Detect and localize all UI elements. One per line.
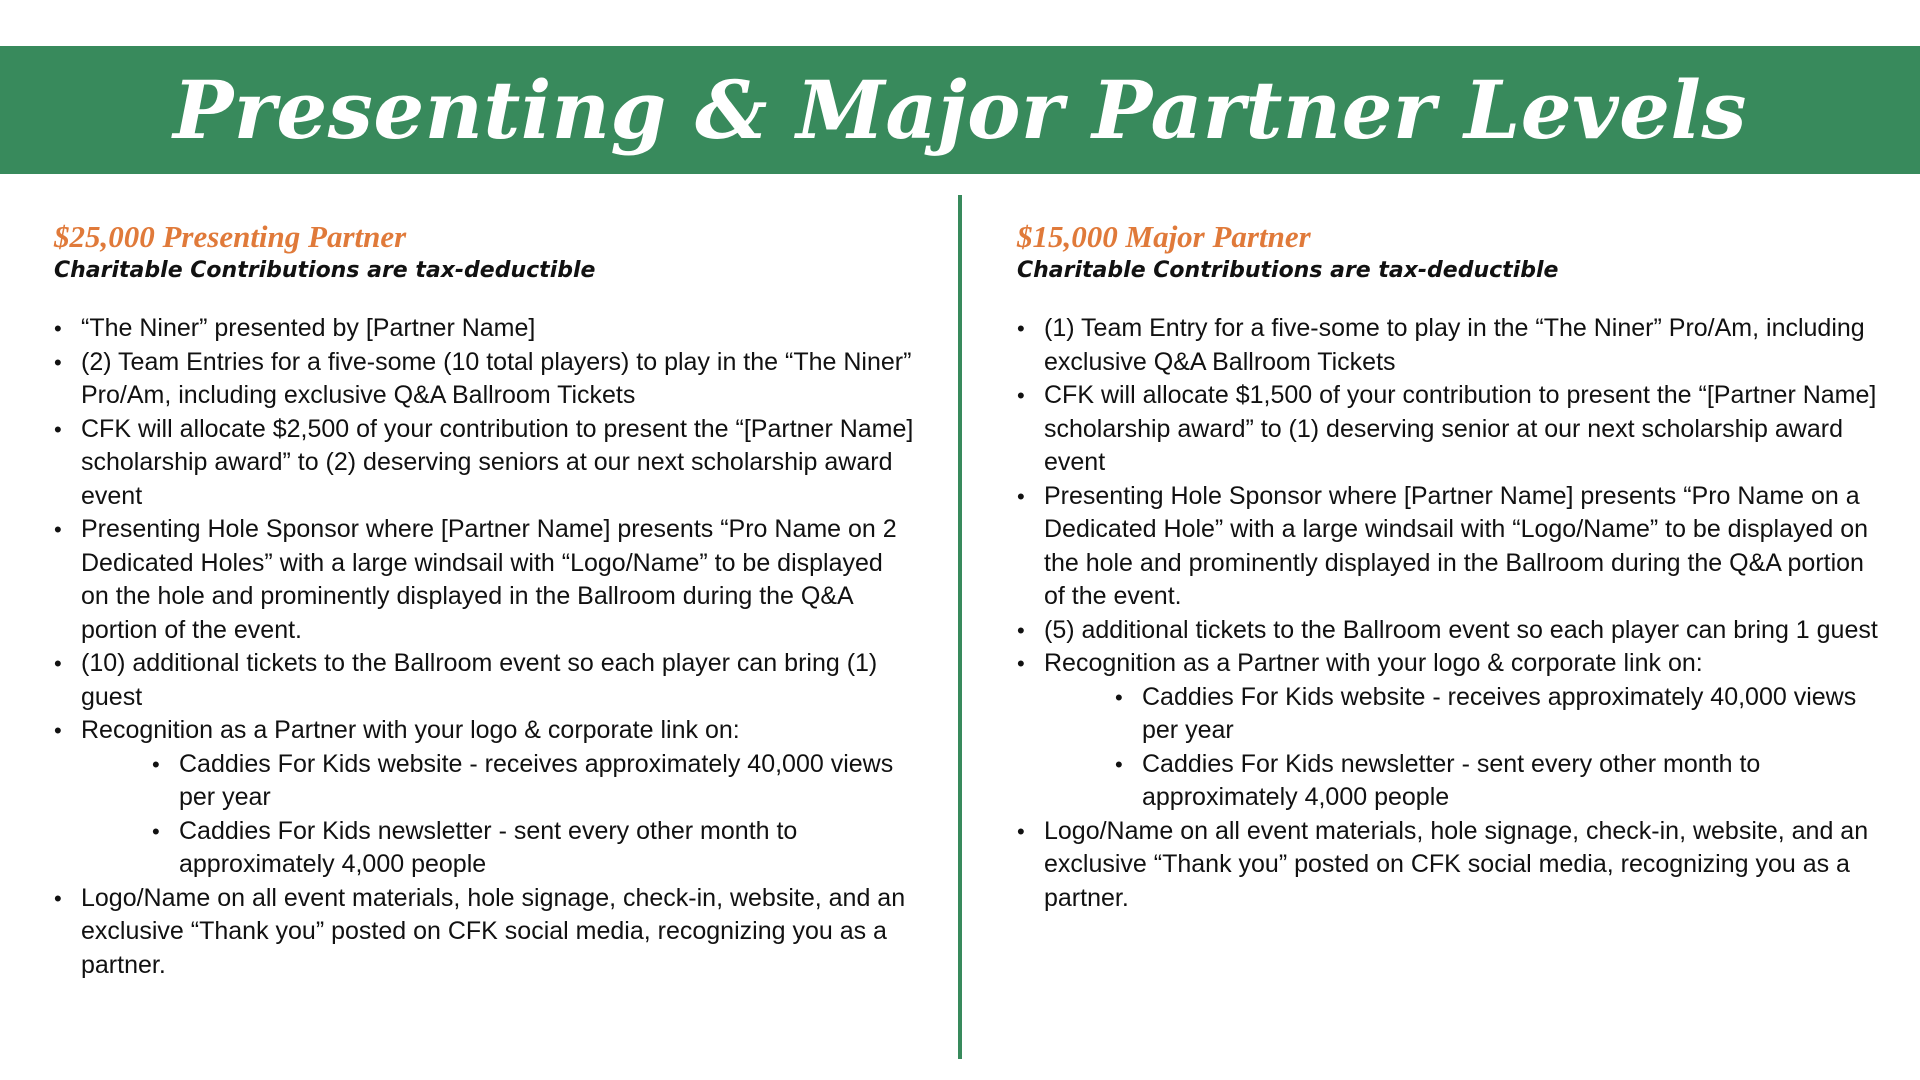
list-item-text: “The Niner” presented by [Partner Name] <box>81 314 536 342</box>
list-item: • Recognition as a Partner with your logo… <box>54 714 914 882</box>
list-item-text: (5) additional tickets to the Ballroom e… <box>1044 615 1878 644</box>
sub-list-item-text: Caddies For Kids website - receives appr… <box>1142 682 1857 745</box>
bullet-icon: • <box>1017 483 1025 509</box>
title-banner: Presenting & Major Partner Levels <box>0 46 1920 174</box>
list-item: • (2) Team Entries for a five-some (10 to… <box>54 346 914 413</box>
presenting-partner-title: $25,000 Presenting Partner <box>54 219 407 254</box>
bullet-icon: • <box>1017 818 1025 844</box>
sub-list-item: • Caddies For Kids newsletter - sent ever… <box>1115 748 1879 815</box>
presenting-benefits-list: • “The Niner” presented by [Partner Name]… <box>54 312 914 982</box>
sub-list-item-text: Caddies For Kids website - receives appr… <box>179 749 894 812</box>
list-item: • CFK will allocate $2,500 of your contri… <box>54 413 914 514</box>
list-item: • Presenting Hole Sponsor where [Partner … <box>1017 480 1879 614</box>
list-item-text: Logo/Name on all event materials, hole s… <box>81 883 906 979</box>
bullet-icon: • <box>54 349 62 375</box>
bullet-icon: • <box>54 718 62 743</box>
list-item: • Recognition as a Partner with your logo… <box>1017 647 1879 815</box>
list-item-text: Recognition as a Partner with your logo … <box>81 716 740 744</box>
bullet-icon: • <box>1017 617 1025 643</box>
list-item-text: (10) additional tickets to the Ballroom … <box>81 649 878 711</box>
list-item-text: Logo/Name on all event materials, hole s… <box>1044 816 1869 912</box>
bullet-icon: • <box>54 885 62 911</box>
list-item-text: (1) Team Entry for a five-some to play i… <box>1044 314 1865 376</box>
bullet-icon: • <box>1115 751 1123 777</box>
sub-list-item-text: Caddies For Kids newsletter - sent every… <box>1142 749 1761 812</box>
recognition-sublist: • Caddies For Kids website - receives app… <box>81 748 914 882</box>
bullet-icon: • <box>152 751 160 777</box>
bullet-icon: • <box>54 316 62 341</box>
bullet-icon: • <box>1017 651 1025 676</box>
list-item: • (10) additional tickets to the Ballroom… <box>54 647 914 714</box>
sub-list-item: • Caddies For Kids website - receives app… <box>152 748 914 815</box>
page-title: Presenting & Major Partner Levels <box>173 63 1747 157</box>
bullet-icon: • <box>1115 684 1123 710</box>
list-item: • Logo/Name on all event materials, hole … <box>1017 815 1879 916</box>
column-divider <box>958 195 962 1059</box>
list-item-text: CFK will allocate $1,500 of your contrib… <box>1044 381 1877 476</box>
list-item: • (5) additional tickets to the Ballroom … <box>1017 614 1879 648</box>
bullet-icon: • <box>1017 383 1025 408</box>
bullet-icon: • <box>54 651 62 676</box>
major-tax-note: Charitable Contributions are tax-deducti… <box>1017 258 1559 283</box>
major-benefits-list: • (1) Team Entry for a five-some to play … <box>1017 312 1879 915</box>
bullet-icon: • <box>54 517 62 542</box>
list-item-text: CFK will allocate $2,500 of your contrib… <box>81 414 914 510</box>
sub-list-item: • Caddies For Kids newsletter - sent ever… <box>152 815 914 882</box>
major-partner-title: $15,000 Major Partner <box>1017 219 1311 254</box>
presenting-tax-note: Charitable Contributions are tax-deducti… <box>54 258 596 283</box>
list-item-text: (2) Team Entries for a five-some (10 tot… <box>81 347 912 410</box>
bullet-icon: • <box>152 818 160 844</box>
list-item-text: Recognition as a Partner with your logo … <box>1044 649 1703 677</box>
recognition-sublist: • Caddies For Kids website - receives app… <box>1044 681 1879 815</box>
list-item: • Logo/Name on all event materials, hole … <box>54 882 914 983</box>
sub-list-item: • Caddies For Kids website - receives app… <box>1115 681 1879 748</box>
bullet-icon: • <box>54 416 62 442</box>
bullet-icon: • <box>1017 316 1025 341</box>
list-item-text: Presenting Hole Sponsor where [Partner N… <box>1044 481 1869 611</box>
list-item: • (1) Team Entry for a five-some to play … <box>1017 312 1879 379</box>
list-item: • CFK will allocate $1,500 of your contri… <box>1017 379 1879 480</box>
list-item: • Presenting Hole Sponsor where [Partner … <box>54 513 914 647</box>
presenting-partner-column: $25,000 Presenting Partner Charitable Co… <box>54 218 914 982</box>
sub-list-item-text: Caddies For Kids newsletter - sent every… <box>179 816 798 879</box>
major-partner-column: $15,000 Major Partner Charitable Contrib… <box>1017 218 1879 915</box>
list-item-text: Presenting Hole Sponsor where [Partner N… <box>81 515 897 644</box>
list-item: • “The Niner” presented by [Partner Name] <box>54 312 914 346</box>
